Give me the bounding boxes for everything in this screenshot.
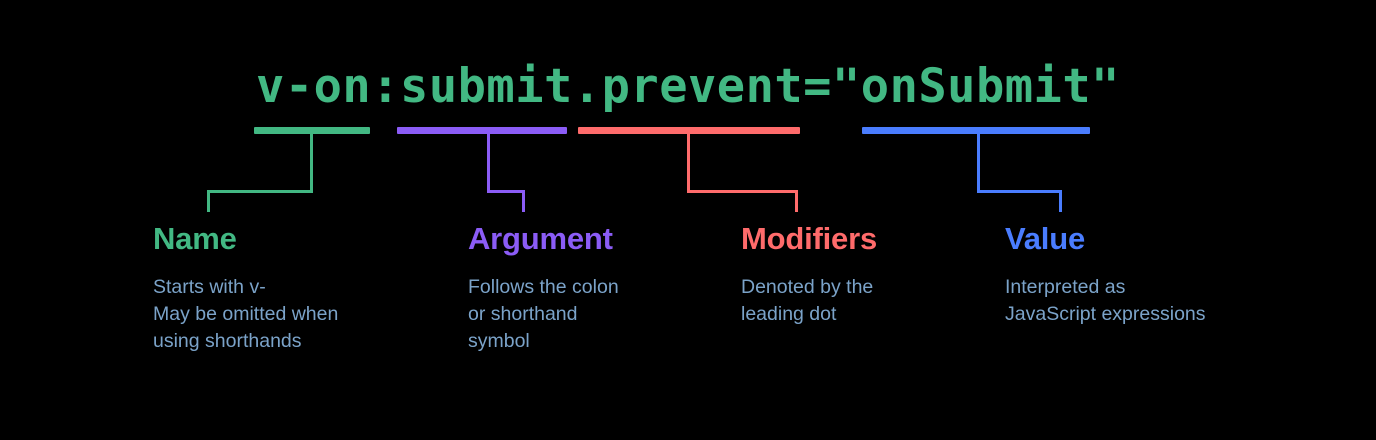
connector-vertical-modifiers [687,133,690,193]
segment-description-value: Interpreted as JavaScript expressions [1005,276,1206,325]
underline-bar-argument [397,127,567,134]
connector-horizontal-name [207,190,313,193]
connector-stub-argument [522,190,525,212]
segment-description-name: Starts with v- May be omitted when using… [153,276,339,352]
directive-code-string: v-on:submit.prevent="onSubmit" [256,59,1120,114]
underline-bar-modifiers [578,127,800,134]
connector-vertical-value [977,133,980,193]
segment-title-modifiers: Modifiers [741,221,877,256]
connector-horizontal-argument [487,190,525,193]
underline-bar-value [862,127,1090,134]
segment-title-argument: Argument [468,221,613,256]
connector-horizontal-modifiers [687,190,798,193]
segment-title-name: Name [153,221,237,256]
segment-description-modifiers: Denoted by the leading dot [741,276,874,325]
underline-bar-name [254,127,370,134]
connector-vertical-argument [487,133,490,193]
connector-vertical-name [310,133,313,193]
segment-description-argument: Follows the colon or shorthand symbol [468,276,619,352]
connector-stub-modifiers [795,190,798,212]
segment-title-value: Value [1005,221,1085,256]
connector-stub-value [1059,190,1062,212]
connector-horizontal-value [977,190,1062,193]
connector-stub-name [207,190,210,212]
